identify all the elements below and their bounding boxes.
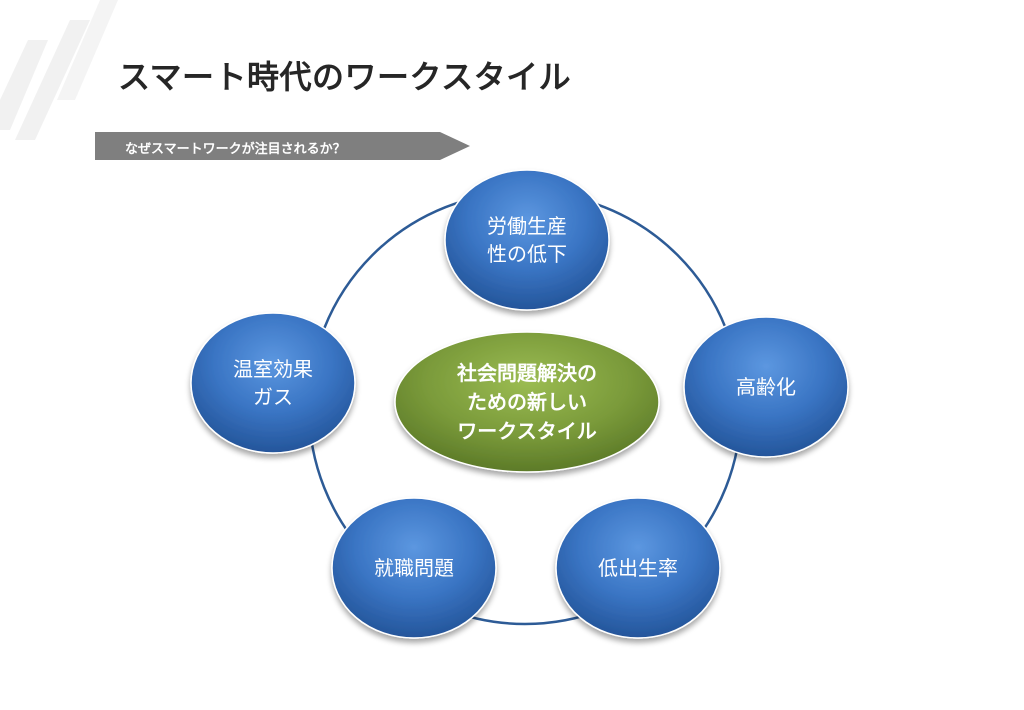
node-employment — [331, 497, 497, 639]
page-title: スマート時代のワークスタイル — [118, 58, 572, 96]
node-labor-productivity — [444, 169, 610, 311]
banner-arrow-shape — [95, 132, 470, 160]
subtitle-text: なぜスマートワークが注目されるか？ — [125, 142, 346, 157]
node-greenhouse-gas — [190, 312, 356, 454]
node-birthrate — [555, 497, 721, 639]
slash-decoration — [0, 0, 118, 140]
subtitle-banner: なぜスマートワークが注目されるか？ — [95, 132, 470, 160]
center-node — [394, 331, 660, 473]
node-aging — [683, 316, 849, 458]
